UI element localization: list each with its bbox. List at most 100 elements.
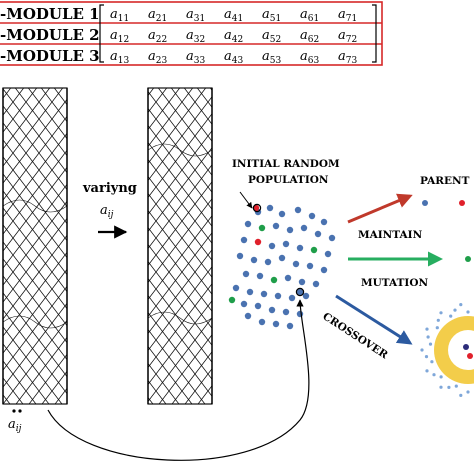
population-dot (296, 288, 304, 296)
selected-dot-outline (295, 287, 305, 297)
population-dot (242, 270, 250, 278)
offspring-dot (466, 390, 470, 394)
initial-population-title-line2: POPULATION (248, 174, 329, 186)
matrix-cell: a43 (224, 49, 243, 66)
parent-dot (422, 200, 428, 206)
population-dot (272, 222, 280, 230)
offspring-dot (424, 355, 429, 359)
matrix-left-bracket (99, 4, 104, 63)
module-1-label: -MODULE 1 (0, 5, 100, 23)
offspring-dot (439, 311, 443, 315)
population-dot (260, 290, 268, 298)
population-dot (292, 260, 300, 268)
population-dot (252, 204, 260, 212)
offspring-dot (425, 369, 429, 373)
mutation-operator: MUTATION (348, 251, 443, 289)
population-dot (286, 322, 294, 330)
population-dot (278, 254, 286, 262)
population-dot (278, 210, 286, 218)
offspring-dot (420, 348, 424, 352)
population-dot (308, 212, 316, 220)
population-dot (282, 308, 290, 316)
population-dot (282, 240, 290, 248)
population-dot (268, 306, 276, 314)
matrix-cell: a71 (338, 7, 357, 24)
matrix-cell: a12 (110, 28, 129, 45)
matrix-cell: a61 (300, 7, 319, 24)
matrix-cell: a22 (148, 28, 167, 45)
offspring-dot (439, 375, 443, 379)
matrix-cell: a73 (338, 49, 357, 66)
population-dot (296, 244, 304, 252)
population-dot (300, 224, 308, 232)
bottom-aij-label: aij (8, 417, 22, 434)
matrix-cell: a53 (262, 49, 281, 66)
population-dot (324, 250, 332, 258)
population-dot (246, 288, 254, 296)
population-dot (258, 318, 266, 326)
offspring-dot (432, 373, 436, 377)
parents-label: PARENT (420, 175, 470, 187)
population-dot (256, 272, 264, 280)
offspring-dot (425, 327, 429, 331)
population-dot (298, 278, 306, 286)
maintain-operator: MAINTAIN (347, 193, 423, 241)
offspring-dot (459, 303, 463, 307)
matrix-cell: a23 (148, 49, 167, 66)
matrix-cell: a21 (148, 7, 167, 24)
crossover-label: CROSSOVER (320, 310, 390, 361)
population-dot (228, 296, 236, 304)
matrix-right-bracket (372, 4, 377, 63)
population-dot (320, 266, 328, 274)
offspring-dot (459, 393, 463, 397)
offspring-cluster (420, 303, 474, 397)
matrix-cell: a11 (110, 7, 129, 24)
matrix-cell: a51 (262, 7, 281, 24)
selected-dot-outline (252, 203, 262, 213)
initial-population: INITIAL RANDOM POPULATION (228, 158, 340, 330)
population-dot (272, 320, 280, 328)
population-dot (294, 206, 302, 214)
mutant-dot (465, 256, 471, 262)
population-dot (296, 310, 304, 318)
population-dot (264, 258, 272, 266)
population-dot (254, 238, 262, 246)
population-dot (258, 224, 266, 232)
matrix-cell: a13 (110, 49, 129, 66)
population-dot (270, 276, 278, 284)
maintain-label: MAINTAIN (358, 229, 423, 241)
population-dot (314, 230, 322, 238)
population-dot (286, 226, 294, 234)
varying-aij-label: aij (100, 203, 114, 220)
offspring-dot (428, 342, 433, 346)
population-dot (274, 292, 282, 300)
population-dot (240, 300, 248, 308)
offspring-dot (454, 384, 458, 388)
population-dot (266, 204, 274, 212)
population-dot (320, 218, 328, 226)
population-dot (312, 280, 320, 288)
crossover-arrow (335, 294, 413, 345)
matrix-cell: a52 (262, 28, 281, 45)
offspring-dot (439, 385, 443, 389)
population-dot (284, 274, 292, 282)
offspring-dot (435, 326, 439, 330)
population-dot (288, 294, 296, 302)
offspring-dot (426, 335, 430, 339)
offspring-dot (447, 385, 451, 389)
bottom-variable: aij (8, 409, 22, 434)
population-dot (310, 246, 318, 254)
offspring-dot (449, 314, 453, 318)
population-dot (244, 312, 252, 320)
matrix-cell: a62 (300, 28, 319, 45)
population-dot (302, 292, 310, 300)
matrix-cell: a41 (224, 7, 243, 24)
population-dot (240, 236, 248, 244)
population-dot (232, 284, 240, 292)
population-dot (306, 262, 314, 270)
population-dot (254, 302, 262, 310)
population-dot (328, 234, 336, 242)
matrix-cell: a63 (300, 49, 319, 66)
braided-tube-modified (147, 87, 213, 405)
